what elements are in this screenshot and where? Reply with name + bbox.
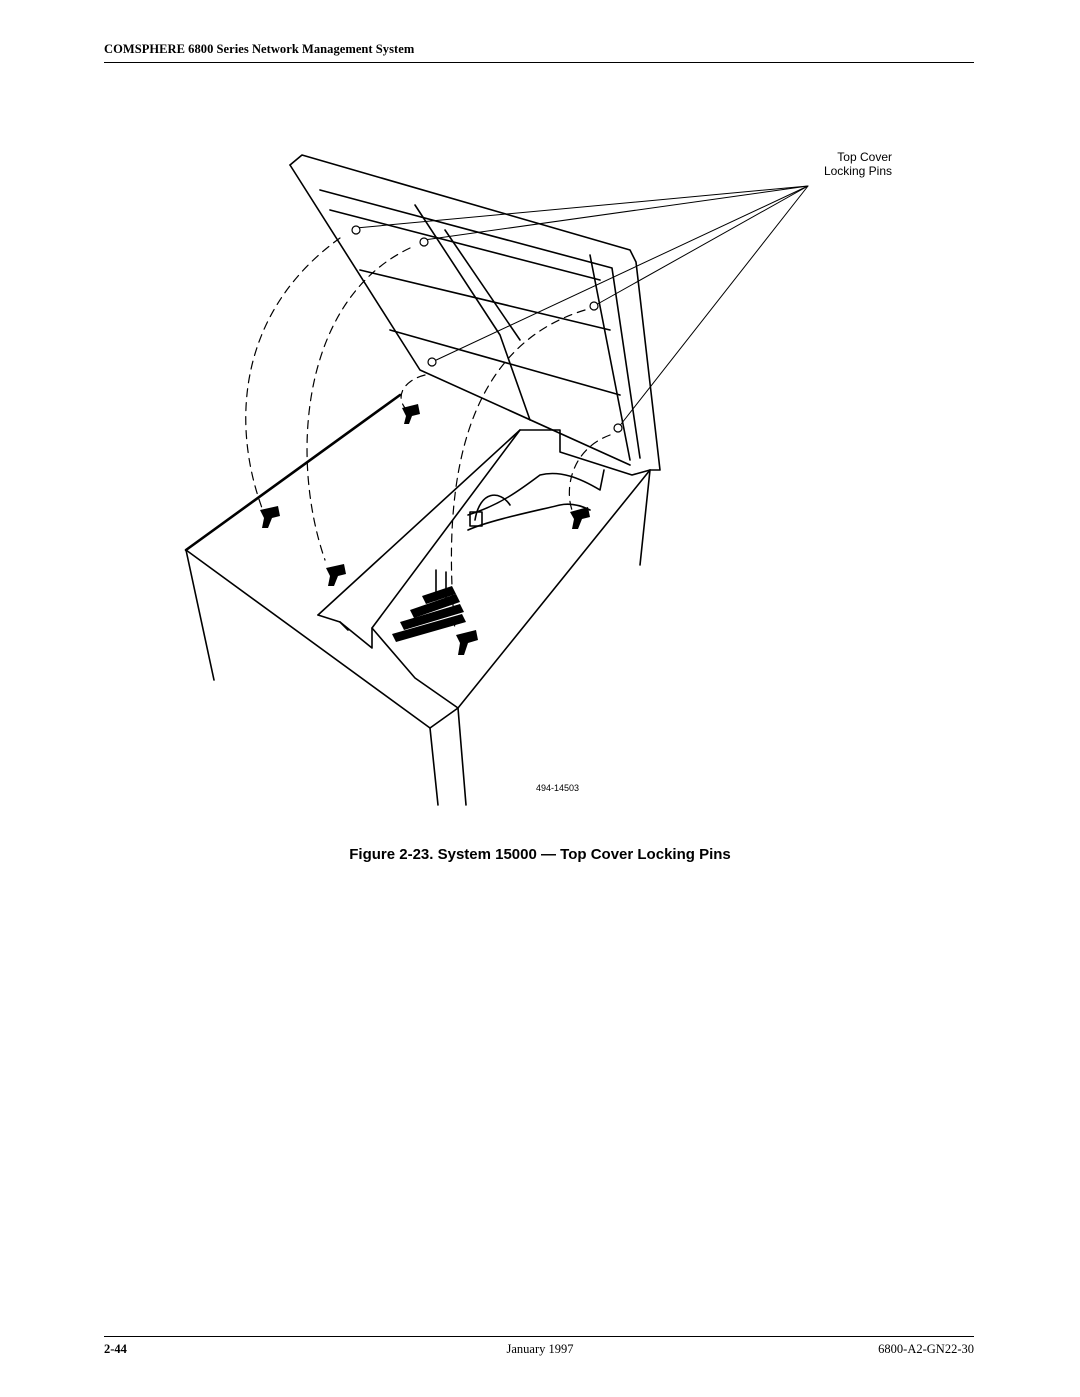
cover-rib-1 [329, 209, 601, 281]
leader-line-4 [431, 185, 809, 363]
pin-path-5 [568, 434, 611, 511]
opening-inner [371, 429, 521, 709]
cover-pin-hole-4 [427, 357, 437, 367]
cabinet-front-face [429, 707, 467, 806]
opening-edge-left [339, 621, 349, 631]
cover-pin-hole-5 [613, 423, 623, 433]
cabinet-left-side [185, 549, 215, 681]
cabinet-right-side [639, 469, 651, 566]
locking-pin-4 [456, 630, 478, 655]
callout-line-1: Top Cover [837, 150, 892, 164]
cable-loop [474, 494, 511, 521]
cabinet-front-corner [429, 727, 439, 806]
cabinet-right-front [457, 469, 651, 709]
leader-line-3 [593, 185, 809, 307]
doc-number: 6800-A2-GN22-30 [878, 1342, 974, 1356]
connector [469, 511, 483, 527]
cable-harness-lower [467, 503, 591, 531]
callout-line-2: Locking Pins [823, 164, 892, 178]
cover-outer [289, 154, 661, 471]
cover-rib-2 [359, 269, 611, 331]
footer-date: January 1997 [506, 1342, 574, 1356]
top-cover-illustration [184, 154, 809, 806]
locking-pin-3 [402, 404, 420, 424]
cover-rib-5 [589, 254, 631, 461]
leader-line-2 [423, 185, 809, 241]
figure-caption: Figure 2-23. System 15000 — Top Cover Lo… [349, 846, 731, 863]
callout-label: Top Cover Locking Pins [780, 150, 892, 178]
cover-pin-hole-1 [351, 225, 361, 235]
cabinet-front-edge [185, 549, 431, 729]
card-stripe-2 [410, 594, 460, 618]
locking-pin-1 [260, 506, 280, 528]
page-number: 2-44 [104, 1342, 127, 1356]
header-rule [104, 62, 974, 63]
pin-path-3 [400, 374, 426, 409]
leader-line-1 [355, 185, 809, 229]
pin-path-4 [450, 309, 586, 631]
cover-rib-3 [389, 329, 621, 396]
locking-pin-2 [326, 564, 346, 586]
cover-pin-hole-3 [589, 301, 599, 311]
leader-line-5 [617, 185, 809, 429]
opening-lip [317, 614, 373, 649]
footer-rule [104, 1336, 974, 1337]
card-stripe-1 [422, 586, 456, 604]
pin-path-2 [306, 247, 411, 561]
cable-harness [467, 469, 605, 516]
cover-inner-left [289, 164, 631, 466]
card-stripe-4 [392, 614, 466, 642]
pin-path-1 [245, 237, 341, 509]
cabinet-top-edge-thick [184, 393, 402, 552]
card-stripe-3 [400, 604, 464, 630]
cover-pin-hole-2 [419, 237, 429, 247]
cover-rib-6 [444, 229, 521, 341]
opening-rim [317, 429, 651, 616]
cover-rib-4 [414, 204, 531, 421]
cover-frame [319, 189, 641, 459]
locking-pin-5 [570, 507, 590, 529]
running-header: COMSPHERE 6800 Series Network Management… [104, 42, 415, 56]
figure-id: 494-14503 [536, 783, 580, 793]
